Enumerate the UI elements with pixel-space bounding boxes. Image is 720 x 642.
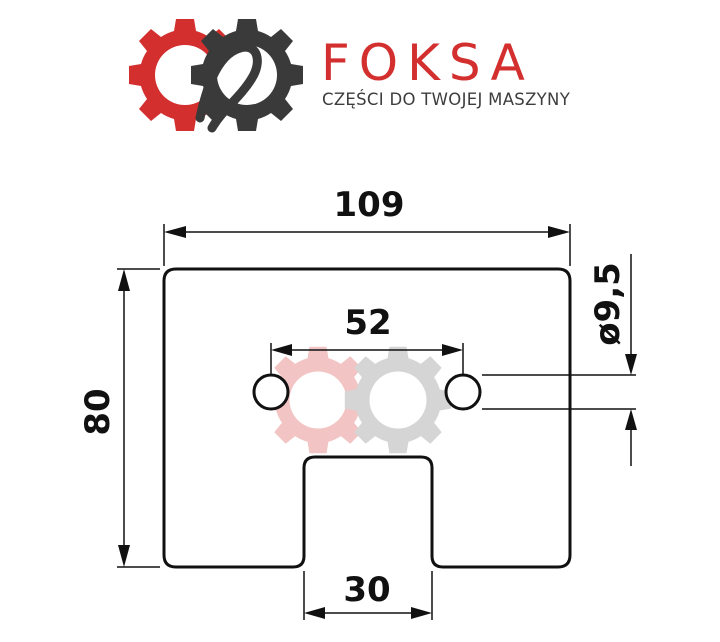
dimension-hole-spacing: 52 <box>270 303 464 374</box>
brand-logo: FOKSA CZĘŚCI DO TWOJEJ MASZYNY <box>129 19 571 133</box>
dim-label-overall-width: 109 <box>334 185 405 225</box>
logo-link-mark <box>195 42 262 133</box>
plate-outline <box>162 267 572 569</box>
dim-label-overall-height: 80 <box>78 388 118 435</box>
dimension-overall-width: 109 <box>163 185 571 266</box>
mounting-hole-right <box>444 373 482 411</box>
brand-name: FOKSA <box>321 34 534 92</box>
brand-tagline: CZĘŚCI DO TWOJEJ MASZYNY <box>322 90 571 109</box>
dark-gear-icon <box>191 19 303 131</box>
red-gear-icon <box>129 19 241 131</box>
dimension-overall-height: 80 <box>78 268 160 568</box>
watermark-logo <box>264 346 452 454</box>
dim-label-slot-width: 30 <box>343 570 390 610</box>
watermark-dark-gear-icon <box>344 346 452 454</box>
dimension-slot-width: 30 <box>303 570 433 620</box>
dimension-hole-diameter: ø9,5 <box>482 254 637 466</box>
mounting-hole-left <box>252 373 290 411</box>
watermark-red-gear-icon <box>264 346 372 454</box>
dim-label-hole-spacing: 52 <box>344 303 391 343</box>
dim-label-hole-diameter: ø9,5 <box>588 262 628 346</box>
